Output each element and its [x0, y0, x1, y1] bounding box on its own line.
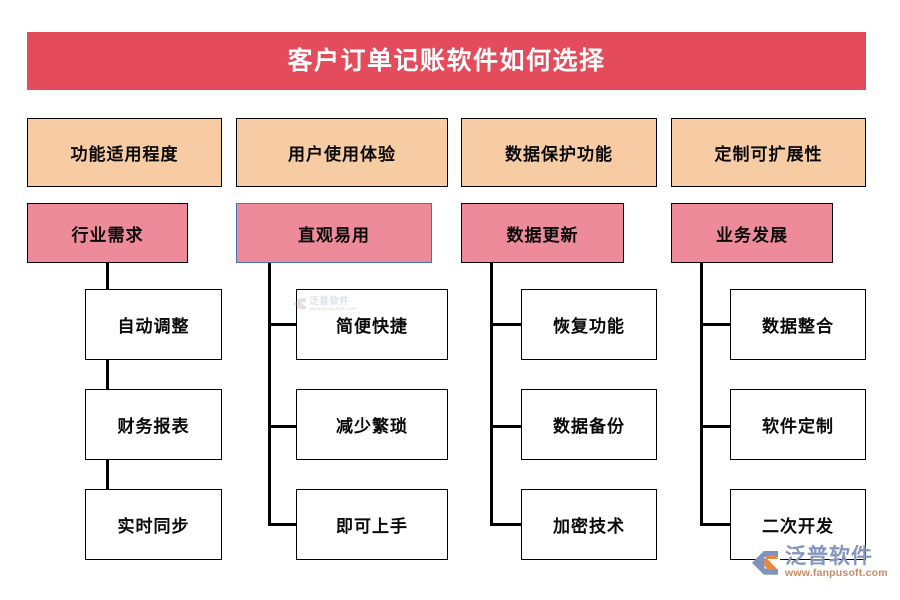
- leaf-label-2-1: 简便快捷: [336, 317, 408, 336]
- connector-trunk-2: [268, 263, 271, 526]
- subcategory-box-2[interactable]: 直观易用: [236, 203, 432, 263]
- page-title: 客户订单记账软件如何选择: [287, 46, 606, 75]
- subcategory-box-1[interactable]: 行业需求: [27, 203, 188, 263]
- subcategory-label-1: 行业需求: [71, 225, 144, 245]
- leaf-label-3-1: 恢复功能: [553, 317, 625, 336]
- leaf-label-1-1: 自动调整: [117, 317, 190, 336]
- connector-branch-3-1: [490, 323, 522, 326]
- leaf-box-2-3[interactable]: 即可上手: [296, 489, 448, 560]
- connector-branch-4-3: [700, 523, 731, 526]
- category-label-1: 功能适用程度: [70, 145, 179, 164]
- leaf-box-2-1[interactable]: 简便快捷: [296, 289, 448, 360]
- category-box-4[interactable]: 定制可扩展性: [671, 118, 866, 187]
- connector-branch-2-3: [268, 523, 297, 526]
- connector-branch-2-1: [268, 323, 297, 326]
- subcategory-label-4: 业务发展: [716, 225, 788, 245]
- leaf-box-3-2[interactable]: 数据备份: [521, 389, 657, 460]
- leaf-box-4-3[interactable]: 二次开发: [730, 489, 866, 560]
- leaf-label-4-3: 二次开发: [762, 517, 834, 536]
- category-label-3: 数据保护功能: [505, 145, 613, 164]
- leaf-box-3-1[interactable]: 恢复功能: [521, 289, 657, 360]
- leaf-box-4-2[interactable]: 软件定制: [730, 389, 866, 460]
- subcategory-label-3: 数据更新: [506, 225, 579, 245]
- connector-branch-3-2: [490, 425, 522, 428]
- leaf-label-3-3: 加密技术: [553, 517, 625, 536]
- category-box-2[interactable]: 用户使用体验: [236, 118, 448, 187]
- leaf-label-1-2: 财务报表: [117, 417, 190, 436]
- connector-branch-3-3: [490, 523, 522, 526]
- category-box-3[interactable]: 数据保护功能: [461, 118, 657, 187]
- leaf-box-1-3[interactable]: 实时同步: [85, 489, 222, 560]
- connector-branch-4-1: [700, 323, 731, 326]
- category-label-4: 定制可扩展性: [714, 145, 823, 164]
- leaf-box-3-3[interactable]: 加密技术: [521, 489, 657, 560]
- leaf-label-1-3: 实时同步: [117, 517, 190, 536]
- leaf-label-4-1: 数据整合: [762, 317, 834, 336]
- leaf-box-4-1[interactable]: 数据整合: [730, 289, 866, 360]
- connector-trunk-3: [490, 263, 493, 526]
- subcategory-box-3[interactable]: 数据更新: [461, 203, 624, 263]
- connector-branch-4-2: [700, 425, 731, 428]
- watermark-url: www.fanpusoft.com: [785, 567, 888, 580]
- leaf-label-3-2: 数据备份: [553, 417, 625, 436]
- category-label-2: 用户使用体验: [288, 145, 396, 164]
- subcategory-box-4[interactable]: 业务发展: [671, 203, 833, 263]
- leaf-box-1-2[interactable]: 财务报表: [85, 389, 222, 460]
- diagram-title-banner: 客户订单记账软件如何选择: [27, 32, 866, 90]
- leaf-label-2-2: 减少繁琐: [336, 417, 408, 436]
- leaf-label-4-2: 软件定制: [762, 417, 834, 436]
- connector-trunk-4: [700, 263, 703, 526]
- category-box-1[interactable]: 功能适用程度: [27, 118, 222, 187]
- leaf-box-1-1[interactable]: 自动调整: [85, 289, 222, 360]
- subcategory-label-2: 直观易用: [298, 225, 370, 245]
- leaf-label-2-3: 即可上手: [336, 517, 408, 536]
- connector-branch-2-2: [268, 425, 297, 428]
- leaf-box-2-2[interactable]: 减少繁琐: [296, 389, 448, 460]
